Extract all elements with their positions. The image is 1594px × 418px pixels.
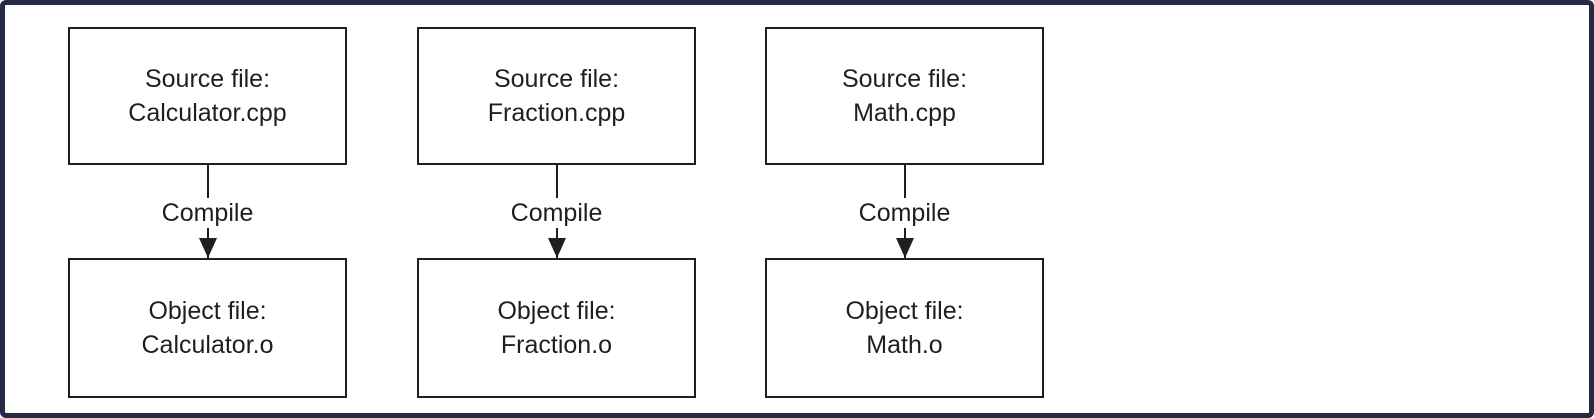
object-file-node: Object file: Calculator.o <box>68 258 347 398</box>
node-filename: Calculator.o <box>141 331 274 359</box>
node-title: Object file: <box>148 297 267 325</box>
arrow-down-icon <box>895 238 914 258</box>
source-file-node: Source file: Calculator.cpp <box>68 27 347 165</box>
compile-arrow-label: Compile <box>156 198 259 228</box>
node-title: Source file: <box>493 65 620 93</box>
arrow-down-icon <box>547 238 566 258</box>
object-file-node: Object file: Math.o <box>765 258 1044 398</box>
node-title: Object file: <box>845 297 964 325</box>
object-file-node: Object file: Fraction.o <box>417 258 696 398</box>
compile-flow-column-math: Source file: Math.cpp Compile Object fil… <box>765 27 1044 398</box>
node-filename: Math.o <box>866 331 943 359</box>
compile-arrow: Compile <box>68 165 347 258</box>
node-title: Source file: <box>144 65 271 93</box>
compile-flow-column-fraction: Source file: Fraction.cpp Compile Object… <box>417 27 696 398</box>
compile-arrow-label: Compile <box>853 198 956 228</box>
node-filename: Fraction.cpp <box>487 99 626 127</box>
node-filename: Calculator.cpp <box>128 99 287 127</box>
compile-arrow: Compile <box>765 165 1044 258</box>
compile-arrow: Compile <box>417 165 696 258</box>
arrow-down-icon <box>198 238 217 258</box>
compile-arrow-label: Compile <box>505 198 608 228</box>
node-title: Source file: <box>841 65 968 93</box>
node-filename: Fraction.o <box>500 331 613 359</box>
source-file-node: Source file: Math.cpp <box>765 27 1044 165</box>
source-file-node: Source file: Fraction.cpp <box>417 27 696 165</box>
compile-flow-column-calculator: Source file: Calculator.cpp Compile Obje… <box>68 27 347 398</box>
node-filename: Math.cpp <box>853 99 956 127</box>
node-title: Object file: <box>497 297 616 325</box>
